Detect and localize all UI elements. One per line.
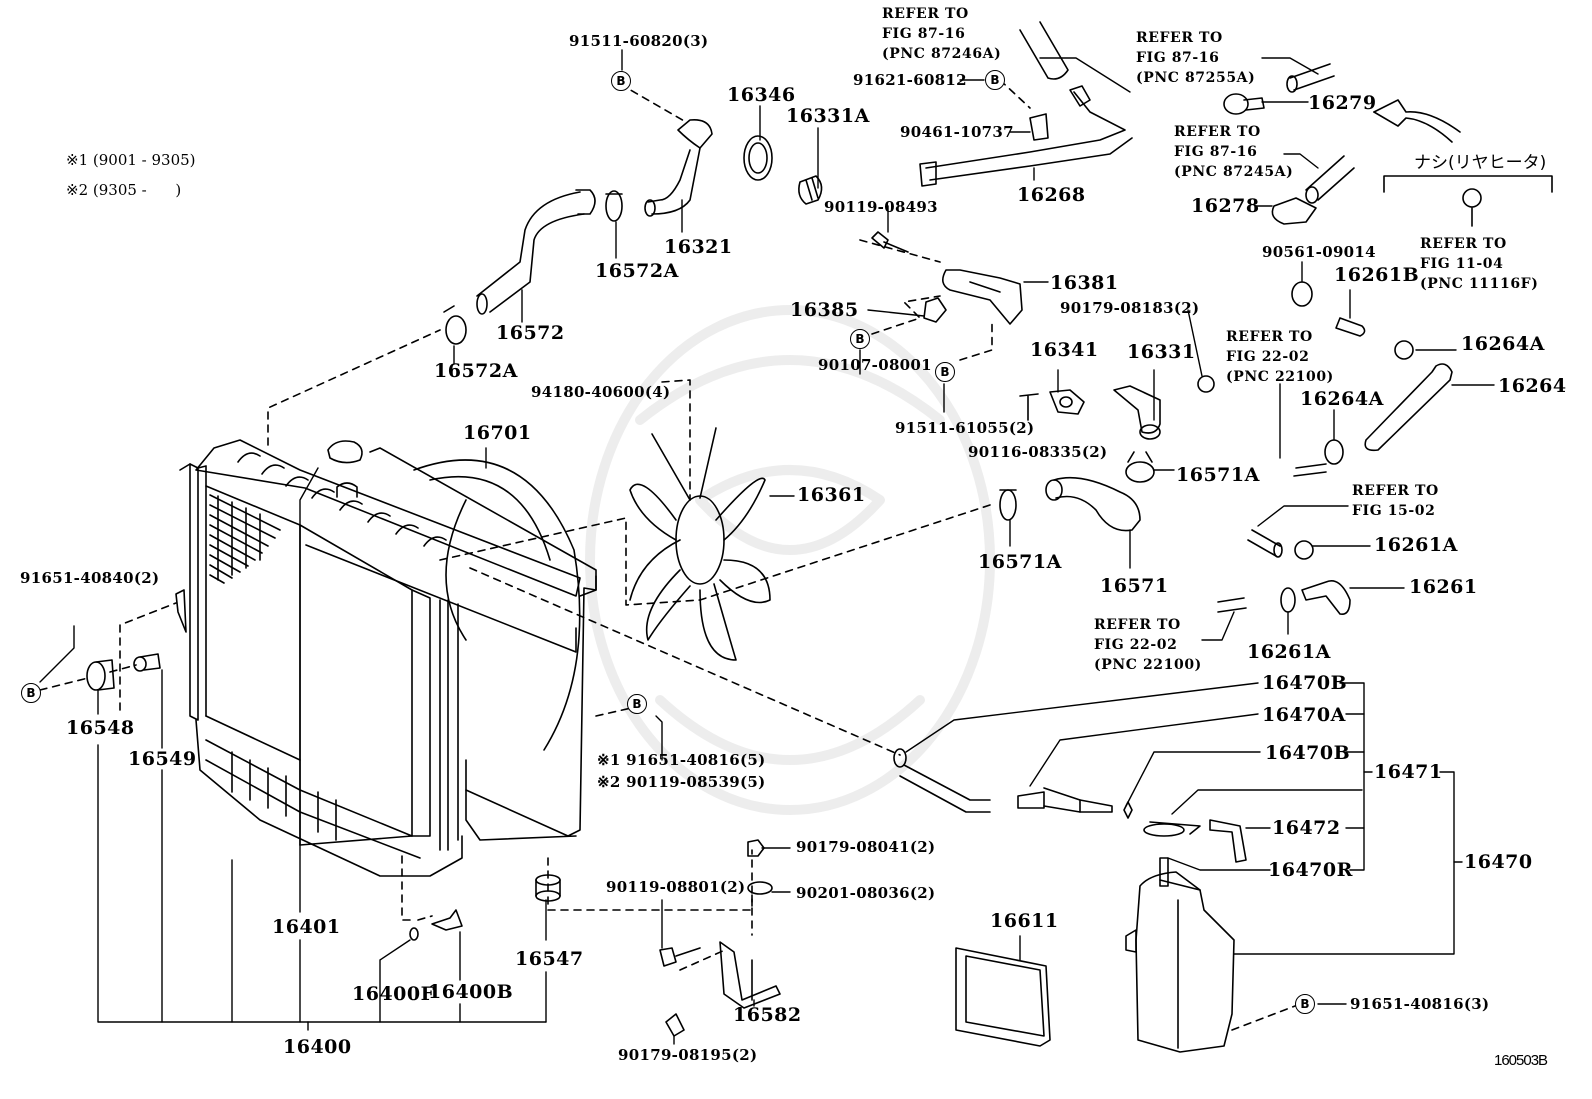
- part-label-16701[interactable]: 16701: [463, 422, 532, 444]
- part-label-16571a-left[interactable]: 16571A: [978, 551, 1062, 573]
- no-rear-heater-note: ナシ(リヤヒータ): [1414, 153, 1547, 173]
- part-label-90179-08041[interactable]: 90179-08041(2): [796, 838, 936, 856]
- part-label-91621-60812[interactable]: 91621-60812: [853, 71, 967, 89]
- part-label-16400b[interactable]: 16400B: [428, 981, 514, 1003]
- part-label-16470r[interactable]: 16470R: [1268, 859, 1353, 881]
- bolt-marker-b: B: [611, 71, 631, 91]
- part-label-16261b[interactable]: 16261B: [1334, 264, 1420, 286]
- part-label-91651-40816-5[interactable]: ※1 91651-40816(5): [597, 751, 766, 769]
- radiator-core-icon: [180, 440, 596, 876]
- part-label-16361[interactable]: 16361: [797, 484, 866, 506]
- reserve-tank-icon: [894, 749, 1246, 1052]
- part-label-16400f[interactable]: 16400F: [352, 983, 435, 1005]
- refer-note-87246a[interactable]: REFER TO FIG 87-16 (PNC 87246A): [882, 6, 1002, 62]
- bolt-marker-b: B: [935, 362, 955, 382]
- part-label-16470[interactable]: 16470: [1464, 851, 1533, 873]
- part-label-16547[interactable]: 16547: [515, 948, 584, 970]
- part-label-90179-08195[interactable]: 90179-08195(2): [618, 1046, 758, 1064]
- part-label-16346[interactable]: 16346: [727, 84, 796, 106]
- refer-note-87255a[interactable]: REFER TO FIG 87-16 (PNC 87255A): [1136, 30, 1256, 86]
- part-label-16278[interactable]: 16278: [1191, 195, 1260, 217]
- part-label-16572a-upper[interactable]: 16572A: [595, 260, 679, 282]
- part-label-90119-08801[interactable]: 90119-08801(2): [606, 878, 746, 896]
- assembly-guide-lines: [40, 80, 1295, 1030]
- part-label-90201-08036[interactable]: 90201-08036(2): [796, 884, 936, 902]
- refer-note-11116f[interactable]: REFER TO FIG 11-04 (PNC 11116F): [1420, 236, 1539, 292]
- part-label-90107-08001[interactable]: 90107-08001: [818, 356, 932, 374]
- part-label-90119-08539-5[interactable]: ※2 90119-08539(5): [597, 773, 766, 791]
- part-label-16261a-upper[interactable]: 16261A: [1374, 534, 1458, 556]
- part-label-16381[interactable]: 16381: [1050, 272, 1119, 294]
- part-label-91511-61055[interactable]: 91511-61055(2): [895, 419, 1035, 437]
- part-label-90179-08183[interactable]: 90179-08183(2): [1060, 299, 1200, 317]
- part-label-16321[interactable]: 16321: [664, 236, 733, 258]
- part-label-16264[interactable]: 16264: [1498, 375, 1567, 397]
- part-label-16572[interactable]: 16572: [496, 322, 565, 344]
- part-label-90116-08335[interactable]: 90116-08335(2): [968, 443, 1108, 461]
- date-range-note-1: ※1 (9001 - 9305): [66, 151, 196, 169]
- part-label-16472[interactable]: 16472: [1272, 817, 1341, 839]
- leader-lines: [40, 50, 1494, 1044]
- part-label-16572a-lower[interactable]: 16572A: [434, 360, 518, 382]
- mount-parts-icons: [87, 590, 1050, 1046]
- part-label-16470b-upper[interactable]: 16470B: [1262, 672, 1348, 694]
- figure-id: 160503B: [1494, 1052, 1548, 1069]
- part-label-16279[interactable]: 16279: [1308, 92, 1377, 114]
- part-label-90561-09014[interactable]: 90561-09014: [1262, 243, 1376, 261]
- part-label-16611[interactable]: 16611: [990, 910, 1059, 932]
- bolt-marker-b: B: [21, 683, 41, 703]
- part-label-91651-40816-3[interactable]: 91651-40816(3): [1350, 995, 1490, 1013]
- part-label-16470b-lower[interactable]: 16470B: [1265, 742, 1351, 764]
- part-label-90119-08493[interactable]: 90119-08493: [824, 198, 938, 216]
- hose-parts-icons: [444, 22, 1552, 614]
- part-label-16401[interactable]: 16401: [272, 916, 341, 938]
- part-label-90461-10737[interactable]: 90461-10737: [900, 123, 1014, 141]
- part-label-16268[interactable]: 16268: [1017, 184, 1086, 206]
- part-label-16400[interactable]: 16400: [283, 1036, 352, 1058]
- part-label-16470a[interactable]: 16470A: [1262, 704, 1346, 726]
- cooling-fan-icon: [630, 428, 770, 660]
- part-label-16571[interactable]: 16571: [1100, 575, 1169, 597]
- refer-note-22100-lower[interactable]: REFER TO FIG 22-02 (PNC 22100): [1094, 617, 1202, 673]
- part-label-16582[interactable]: 16582: [733, 1004, 802, 1026]
- part-label-16385[interactable]: 16385: [790, 299, 859, 321]
- bolt-marker-b: B: [850, 329, 870, 349]
- part-label-16571a-right[interactable]: 16571A: [1176, 464, 1260, 486]
- refer-note-22100-upper[interactable]: REFER TO FIG 22-02 (PNC 22100): [1226, 329, 1334, 385]
- part-label-16331a[interactable]: 16331A: [786, 105, 870, 127]
- bolt-marker-b: B: [1295, 994, 1315, 1014]
- refer-note-1502[interactable]: REFER TO FIG 15-02: [1352, 483, 1439, 519]
- part-label-16548[interactable]: 16548: [66, 717, 135, 739]
- part-label-16264a-upper[interactable]: 16264A: [1461, 333, 1545, 355]
- part-label-16261a-lower[interactable]: 16261A: [1247, 641, 1331, 663]
- part-label-16261[interactable]: 16261: [1409, 576, 1478, 598]
- part-label-16264a-mid[interactable]: 16264A: [1300, 388, 1384, 410]
- part-label-16331[interactable]: 16331: [1127, 341, 1196, 363]
- part-label-16471[interactable]: 16471: [1374, 761, 1443, 783]
- refer-note-87245a[interactable]: REFER TO FIG 87-16 (PNC 87245A): [1174, 124, 1294, 180]
- part-label-91651-40840[interactable]: 91651-40840(2): [20, 569, 160, 587]
- part-label-16341[interactable]: 16341: [1030, 339, 1099, 361]
- part-label-91511-60820[interactable]: 91511-60820(3): [569, 32, 709, 50]
- watermark-emblem: [590, 310, 990, 810]
- date-range-note-2: ※2 (9305 - ): [66, 181, 182, 199]
- part-label-16549[interactable]: 16549: [128, 748, 197, 770]
- part-label-94180-40600[interactable]: 94180-40600(4): [531, 383, 671, 401]
- bolt-marker-b: B: [985, 70, 1005, 90]
- bolt-marker-b: B: [627, 694, 647, 714]
